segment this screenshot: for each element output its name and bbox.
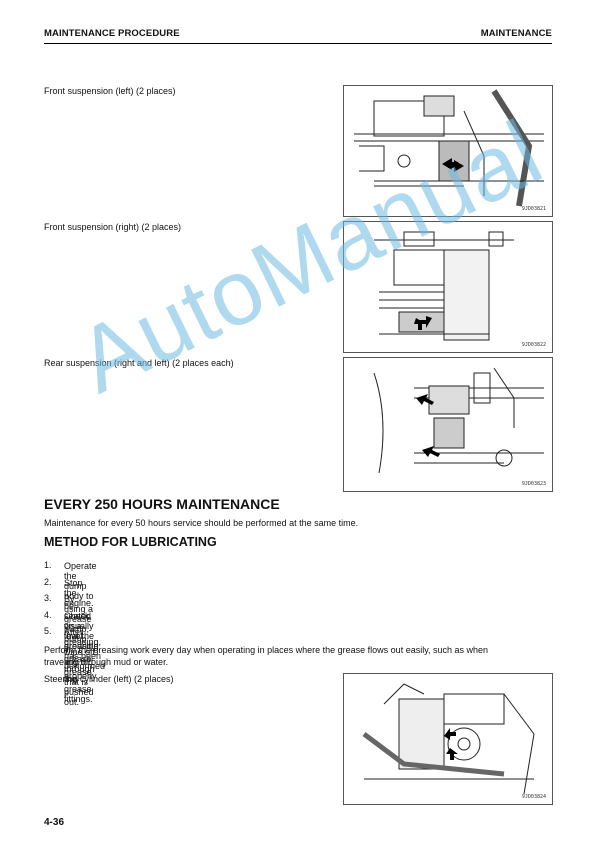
section-intro: Maintenance for every 50 hours service s… bbox=[44, 518, 359, 528]
note-line: Perform the greasing work every day when… bbox=[44, 645, 489, 655]
figure-caption: Steering cylinder (left) (2 places) bbox=[44, 674, 174, 684]
step-text: Check visually that the greasing has bee… bbox=[64, 610, 106, 681]
header-section-title: MAINTENANCE PROCEDURE bbox=[44, 28, 180, 39]
illustration bbox=[374, 231, 514, 341]
figure-rear-suspension: 9JD03823 bbox=[343, 357, 553, 492]
subsection-title: METHOD FOR LUBRICATING bbox=[44, 535, 217, 549]
header-rule bbox=[44, 43, 552, 44]
step-number: 2. bbox=[44, 576, 52, 587]
figure-code: 9JD03821 bbox=[521, 206, 546, 212]
step-number: 4. bbox=[44, 609, 52, 620]
figure-caption: Rear suspension (right and left) (2 plac… bbox=[44, 358, 234, 368]
illustration bbox=[354, 89, 544, 207]
step-text: Stop the engine. bbox=[64, 577, 94, 608]
header-chapter-title: MAINTENANCE bbox=[480, 28, 552, 39]
step-number: 1. bbox=[44, 560, 52, 570]
figure-code: 9JD03823 bbox=[521, 481, 546, 487]
figure-code: 9JD03824 bbox=[521, 794, 546, 800]
step-number: 5. bbox=[44, 626, 52, 636]
figure-caption: Front suspension (right) (2 places) bbox=[44, 222, 182, 232]
illustration bbox=[373, 367, 544, 474]
note-paragraph: Perform the greasing work every day when… bbox=[44, 644, 559, 668]
page-number: 4-36 bbox=[44, 817, 65, 828]
step-number: 3. bbox=[44, 593, 52, 603]
page-header: MAINTENANCE PROCEDURE MAINTENANCE bbox=[44, 28, 552, 44]
figure-caption: Front suspension (left) (2 places) bbox=[44, 86, 176, 96]
step-text: Operate the dump body to be seated on a … bbox=[64, 561, 97, 651]
figure-code: 9JD03822 bbox=[521, 342, 546, 348]
figure-front-suspension-right: 9JD03822 bbox=[343, 221, 553, 353]
step-text: By using a grease pump, pump in grease t… bbox=[64, 594, 95, 704]
note-line: traveling through mud or water. bbox=[44, 657, 169, 667]
figure-front-suspension-left: 9JD03821 bbox=[343, 85, 553, 217]
section-title: EVERY 250 HOURS MAINTENANCE bbox=[44, 496, 280, 512]
figure-steering-cylinder-left: 9JD03824 bbox=[343, 673, 553, 805]
step-text: After greasing, wipe off any old grease … bbox=[64, 627, 102, 707]
illustration bbox=[362, 683, 535, 795]
